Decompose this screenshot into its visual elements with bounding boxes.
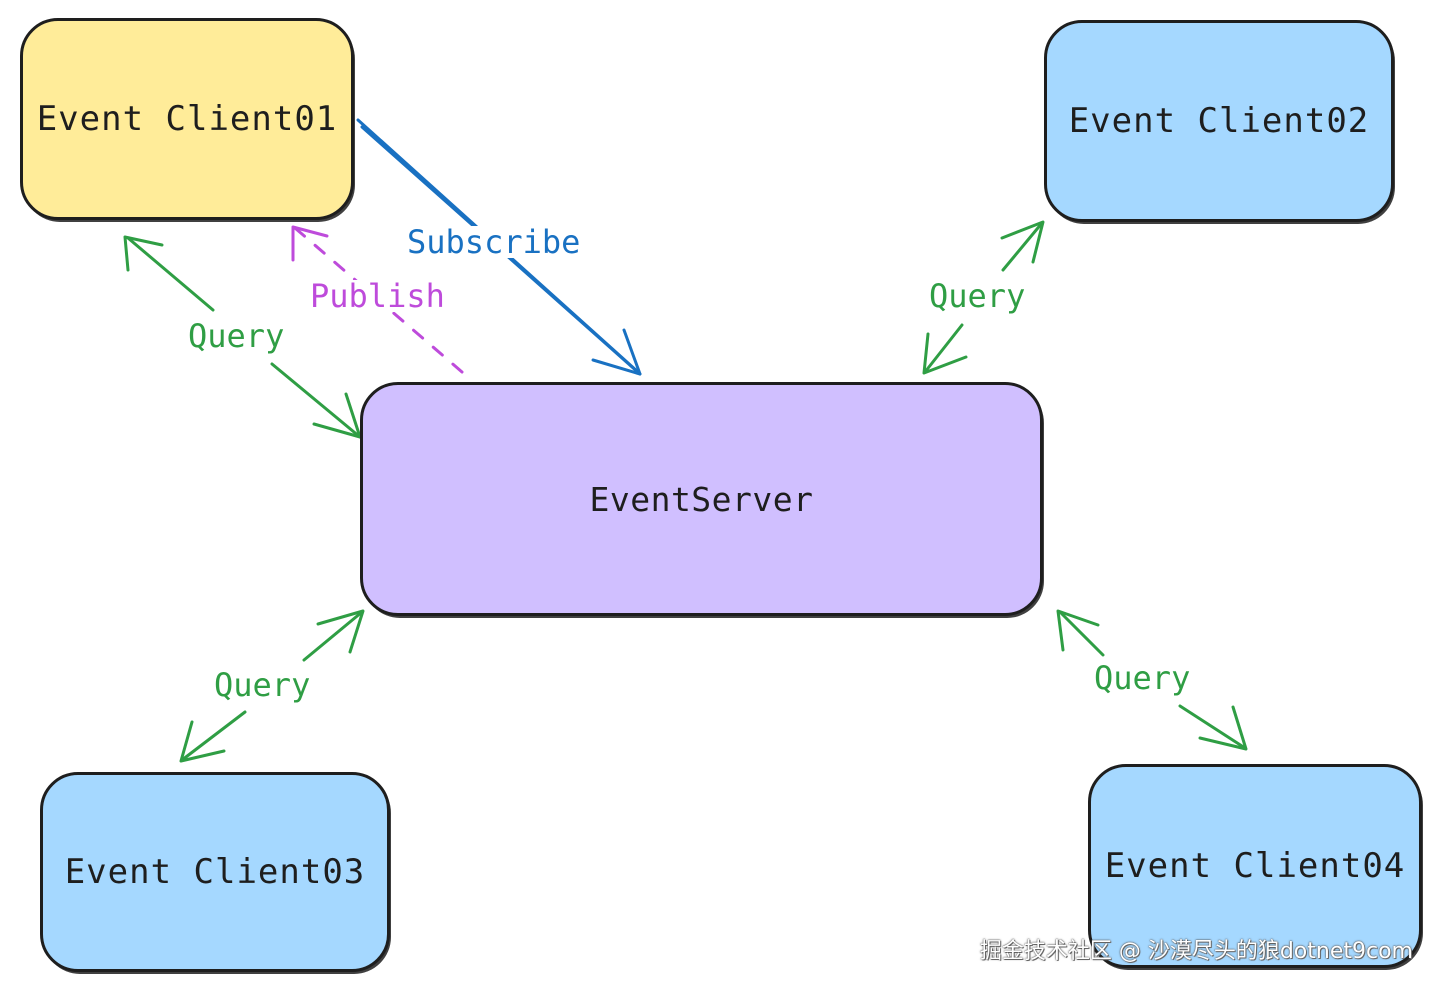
node-label: Event Client04	[1104, 846, 1406, 886]
node-label: Event Client01	[36, 99, 338, 139]
node-event-client01[interactable]: Event Client01	[20, 18, 354, 220]
edge-label-query-client03: Query	[212, 666, 313, 704]
node-event-server[interactable]: EventServer	[360, 382, 1043, 616]
node-event-client04[interactable]: Event Client04	[1088, 764, 1422, 968]
query-arrow-client03	[179, 609, 365, 763]
node-label: Event Client03	[64, 852, 366, 892]
edge-label-subscribe: Subscribe	[405, 223, 583, 261]
edge-label-query-client04: Query	[1092, 659, 1193, 697]
node-event-client02[interactable]: Event Client02	[1044, 20, 1394, 222]
watermark: 掘金技术社区 @ 沙漠尽头的狼dotnet9com	[979, 939, 1413, 964]
query-arrow-client04	[1056, 609, 1248, 751]
edge-label-query-client02: Query	[927, 277, 1028, 315]
query-arrow-client02	[922, 220, 1045, 375]
edge-label-publish: Publish	[308, 277, 447, 315]
edge-label-query-client01: Query	[186, 317, 287, 355]
node-event-client03[interactable]: Event Client03	[40, 772, 390, 972]
node-label: Event Client02	[1068, 101, 1370, 141]
node-label: EventServer	[589, 479, 814, 519]
